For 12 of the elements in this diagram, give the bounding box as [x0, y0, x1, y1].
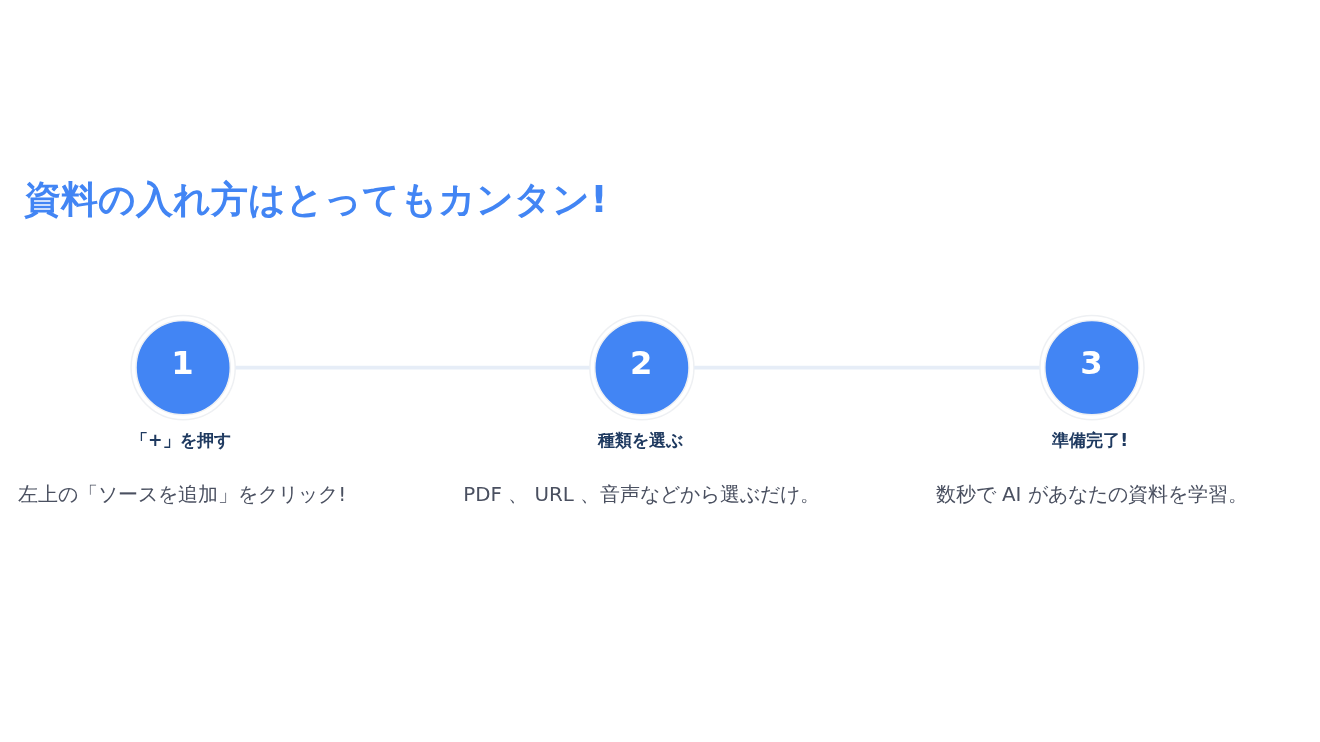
node-label: 種類を選ぶ [597, 429, 683, 450]
node-label: 「+」を押す [131, 429, 231, 450]
node-label: 準備完了! [1052, 429, 1129, 450]
connector [235, 365, 590, 370]
node-label: 数秒で AI があなたの資料を学習。 [935, 482, 1248, 506]
node-circle: 2 [589, 314, 695, 420]
node-circle: 3 [1039, 314, 1145, 420]
diagram-title: 資料の入れ方はとってもカンタン! [24, 176, 608, 221]
node-label: PDF 、 URL 、音声などから選ぶだけ。 [463, 482, 821, 506]
connector [694, 365, 1040, 370]
node-label: 左上の「ソースを追加」をクリック! [18, 482, 347, 506]
node-circle: 1 [130, 314, 236, 420]
